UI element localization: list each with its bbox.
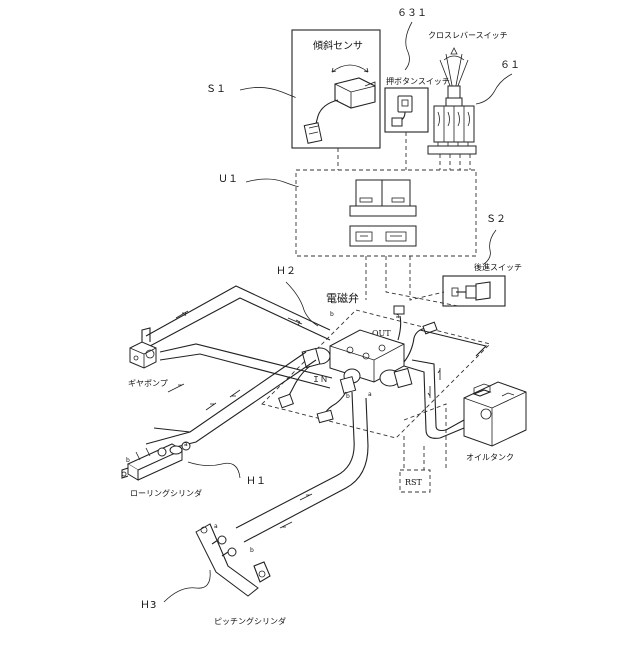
- cross-lever-switch-unit: クロスレバースイッチ: [428, 31, 508, 154]
- svg-text:b: b: [250, 547, 254, 554]
- leader-s1: [240, 87, 295, 97]
- controller-unit: [296, 170, 476, 256]
- rolling-cylinder: [122, 442, 190, 480]
- solenoid-valve-label: 電磁弁: [326, 291, 359, 305]
- leader-h3: [164, 570, 210, 602]
- reverse-switch-label: 後進スイッチ: [474, 262, 522, 272]
- label-631: ６３１: [397, 8, 427, 19]
- label-h2: Ｈ２: [276, 266, 296, 277]
- svg-text:b: b: [346, 393, 350, 400]
- reverse-switch-unit: 後進スイッチ: [443, 262, 522, 306]
- hose-pump-valve-top: [146, 286, 330, 336]
- solenoid-valve: [279, 306, 437, 423]
- tilt-sensor-label: 傾斜センサ: [313, 39, 363, 52]
- svg-text:a: a: [396, 313, 400, 320]
- label-s2: Ｓ２: [486, 214, 506, 225]
- gear-pump: [130, 328, 156, 368]
- svg-text:a: a: [368, 391, 372, 398]
- rst-label: RST: [405, 478, 423, 487]
- cross-lever-switch-label: クロスレバースイッチ: [428, 31, 508, 40]
- leader-u1: [246, 179, 298, 187]
- label-61: ６１: [500, 60, 520, 71]
- tilt-sensor-unit: 傾斜センサ: [292, 30, 380, 148]
- hose-valve-pitching: [236, 392, 354, 528]
- leader-h1: [188, 462, 240, 478]
- svg-text:a: a: [184, 441, 188, 448]
- svg-text:b: b: [126, 457, 130, 464]
- leader-631: [405, 22, 412, 70]
- label-s1: Ｓ１: [206, 84, 226, 95]
- svg-text:a: a: [214, 523, 218, 530]
- leader-s2: [484, 230, 496, 264]
- rolling-cylinder-label: ローリングシリンダ: [130, 488, 202, 498]
- gear-pump-label: ギヤポンプ: [128, 379, 168, 388]
- fitting-mark-a: b: [330, 311, 334, 318]
- pitching-cylinder-label: ピッチングシリンダ: [214, 616, 286, 626]
- label-u1: Ｕ１: [218, 174, 238, 185]
- label-h1: Ｈ１: [246, 476, 266, 487]
- label-h3: Ｈ3: [140, 600, 156, 611]
- oil-tank: [464, 382, 526, 446]
- leader-61: [476, 74, 512, 104]
- push-button-switch-label: 押ボタンスイッチ: [386, 76, 450, 86]
- oil-tank-label: オイルタンク: [466, 453, 514, 462]
